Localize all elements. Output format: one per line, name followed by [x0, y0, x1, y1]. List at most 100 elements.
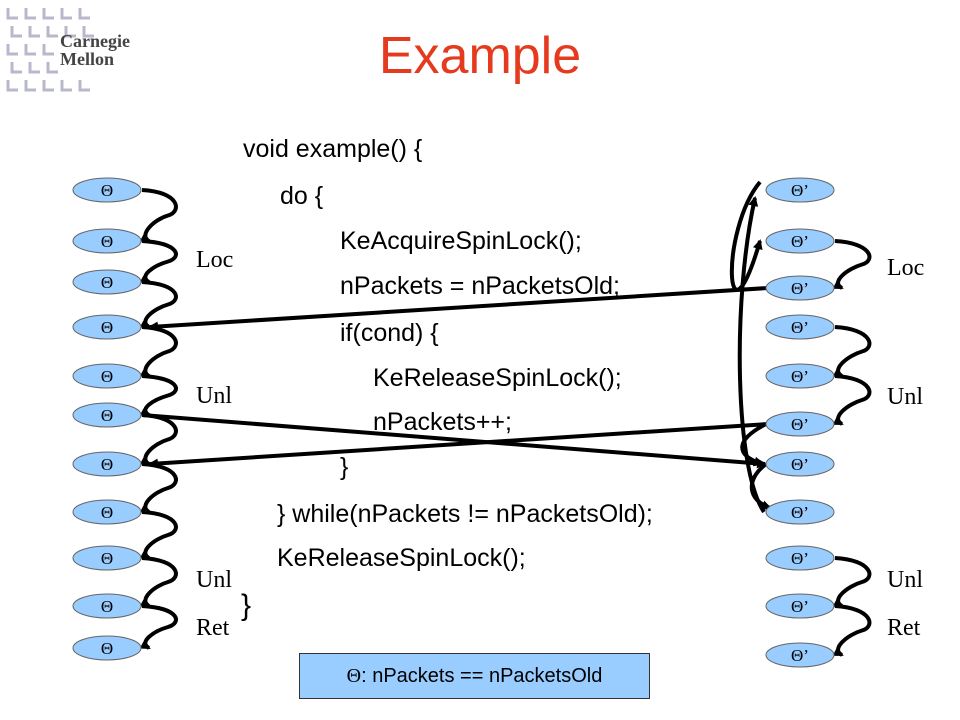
left-transition-arrow: [139, 374, 178, 417]
legend-text: : nPackets == nPacketsOld: [361, 664, 603, 687]
logo-line-2: Mellon: [60, 49, 114, 69]
left-node-10: Θ: [72, 593, 142, 619]
code-line-5: if(cond) {: [340, 319, 439, 347]
right-transition-arrow: [832, 604, 872, 657]
right-node-8: Θ’: [765, 499, 835, 525]
logo-mark: [10, 26, 22, 38]
left-transition-arrow: [139, 556, 178, 608]
right-node-label: Θ’: [791, 232, 809, 251]
logo-line-1: Carnegie: [60, 31, 130, 51]
left-node-2: Θ: [72, 228, 142, 254]
cross-arrow-unl: [141, 413, 767, 469]
left-node-4: Θ: [72, 314, 142, 340]
right-loop-arrow: [737, 196, 766, 514]
left-node-shape: [72, 635, 142, 661]
code-line-11: }: [241, 589, 252, 622]
right-node-5: Θ’: [765, 363, 835, 389]
left-transition-arrow: [139, 280, 178, 329]
right-node-10: Θ’: [765, 593, 835, 619]
code-line-1: void example() {: [243, 135, 423, 163]
logo-mark: [60, 80, 72, 92]
right-node-label: Θ’: [791, 455, 809, 474]
code-line-4: nPackets = nPacketsOld;: [340, 272, 621, 300]
right-node-shape: [765, 545, 835, 571]
left-node-shape: [72, 402, 142, 428]
right-label-loc: Loc: [887, 255, 925, 281]
right-node-shape: [765, 275, 835, 301]
logo-mark: [60, 8, 72, 20]
cross-arrow-back: [148, 422, 769, 469]
right-transition-arrow: [832, 239, 872, 290]
right-node-3: Θ’: [765, 275, 835, 301]
code-line-9: } while(nPackets != nPacketsOld);: [277, 500, 653, 528]
right-node-shape: [765, 499, 835, 525]
left-node-label: Θ: [101, 318, 113, 337]
right-node-shape: [765, 642, 835, 668]
left-node-shape: [72, 363, 142, 389]
left-node-shape: [72, 269, 142, 295]
slide-title: Example: [378, 27, 582, 85]
code-line-6: KeReleaseSpinLock();: [373, 364, 622, 392]
left-transition-arrow: [139, 188, 178, 243]
code-line-7: nPackets++;: [373, 408, 512, 436]
left-transition-arrow: [139, 462, 178, 514]
left-node-label: Θ: [101, 503, 113, 522]
left-node-shape: [72, 545, 142, 571]
left-node-3: Θ: [72, 269, 142, 295]
left-node-label: Θ: [101, 597, 113, 616]
left-node-label: Θ: [101, 455, 113, 474]
right-node-7: Θ’: [765, 451, 835, 477]
logo-mark: [46, 26, 58, 38]
logo-mark: [42, 8, 54, 20]
logo-mark: [24, 80, 36, 92]
right-node-label: Θ’: [791, 181, 809, 200]
logo-mark: [78, 8, 90, 20]
left-label-loc: Loc: [196, 247, 234, 273]
left-transition-arrow: [139, 325, 178, 378]
right-node-11: Θ’: [765, 642, 835, 668]
left-node-shape: [72, 451, 142, 477]
left-transition-arrow: [139, 510, 178, 560]
legend-box: Θ : nPackets == nPacketsOld: [299, 653, 650, 699]
right-node-1: Θ’: [765, 177, 835, 203]
left-node-9: Θ: [72, 545, 142, 571]
left-transition-arrow: [139, 239, 178, 284]
right-node-shape: [765, 451, 835, 477]
right-back-arrow: [729, 180, 763, 292]
left-node-label: Θ: [101, 181, 113, 200]
right-label-ret: Ret: [887, 615, 921, 641]
right-node-label: Θ’: [791, 318, 809, 337]
right-node-9: Θ’: [765, 545, 835, 571]
right-node-label: Θ’: [791, 646, 809, 665]
right-node-2: Θ’: [765, 228, 835, 254]
right-short-arrow-2: [749, 462, 772, 510]
logo-mark: [28, 26, 40, 38]
left-transition-arrow: [139, 413, 178, 466]
left-node-shape: [72, 177, 142, 203]
legend-symbol: Θ: [346, 664, 362, 687]
left-label-ret: Ret: [196, 615, 230, 641]
code-line-3: KeAcquireSpinLock();: [340, 227, 582, 255]
right-transition-arrow: [832, 374, 872, 426]
left-transition-arrow: [139, 604, 178, 650]
left-node-shape: [72, 593, 142, 619]
logo-mark: [6, 44, 18, 56]
left-node-label: Θ: [101, 232, 113, 251]
left-node-7: Θ: [72, 451, 142, 477]
logo-mark: [64, 26, 76, 38]
right-node-label: Θ’: [791, 415, 809, 434]
left-node-label: Θ: [101, 406, 113, 425]
right-node-shape: [765, 314, 835, 340]
left-node-shape: [72, 314, 142, 340]
logo-mark: [24, 8, 36, 20]
left-node-label: Θ: [101, 367, 113, 386]
right-node-label: Θ’: [791, 367, 809, 386]
logo-mark: [6, 80, 18, 92]
left-node-label: Θ: [101, 639, 113, 658]
left-node-5: Θ: [72, 363, 142, 389]
right-node-shape: [765, 593, 835, 619]
logo-mark: [6, 8, 18, 20]
left-label-unl-1: Unl: [196, 383, 232, 409]
logo-mark: [42, 44, 54, 56]
